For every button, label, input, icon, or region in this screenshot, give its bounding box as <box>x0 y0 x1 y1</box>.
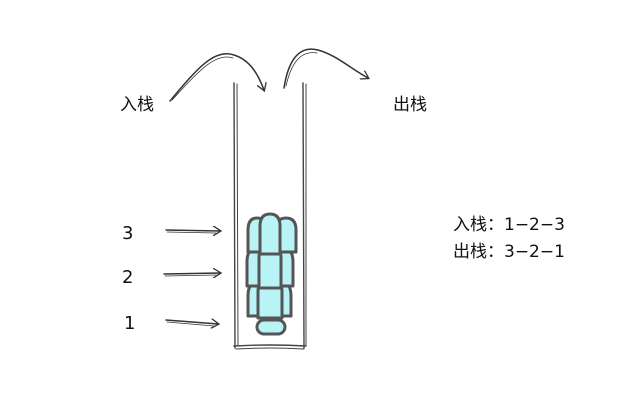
level-label-3: 3 <box>122 223 134 244</box>
level-label-1: 1 <box>124 313 136 334</box>
push-order-text: 入栈：1−2−3 <box>453 215 565 235</box>
push-label: 入栈 <box>120 95 154 115</box>
pop-label: 出栈 <box>393 95 427 115</box>
stack-container <box>233 82 307 350</box>
level-label-2: 2 <box>122 267 134 288</box>
push-arrow <box>169 53 264 102</box>
pop-order-text: 出栈：3−2−1 <box>453 242 565 262</box>
level-arrow-2 <box>163 273 220 276</box>
shuttlecock-3 <box>246 212 298 256</box>
level-arrow-3 <box>165 230 220 233</box>
level-arrow-1 <box>165 320 218 326</box>
pop-arrow <box>283 48 368 89</box>
